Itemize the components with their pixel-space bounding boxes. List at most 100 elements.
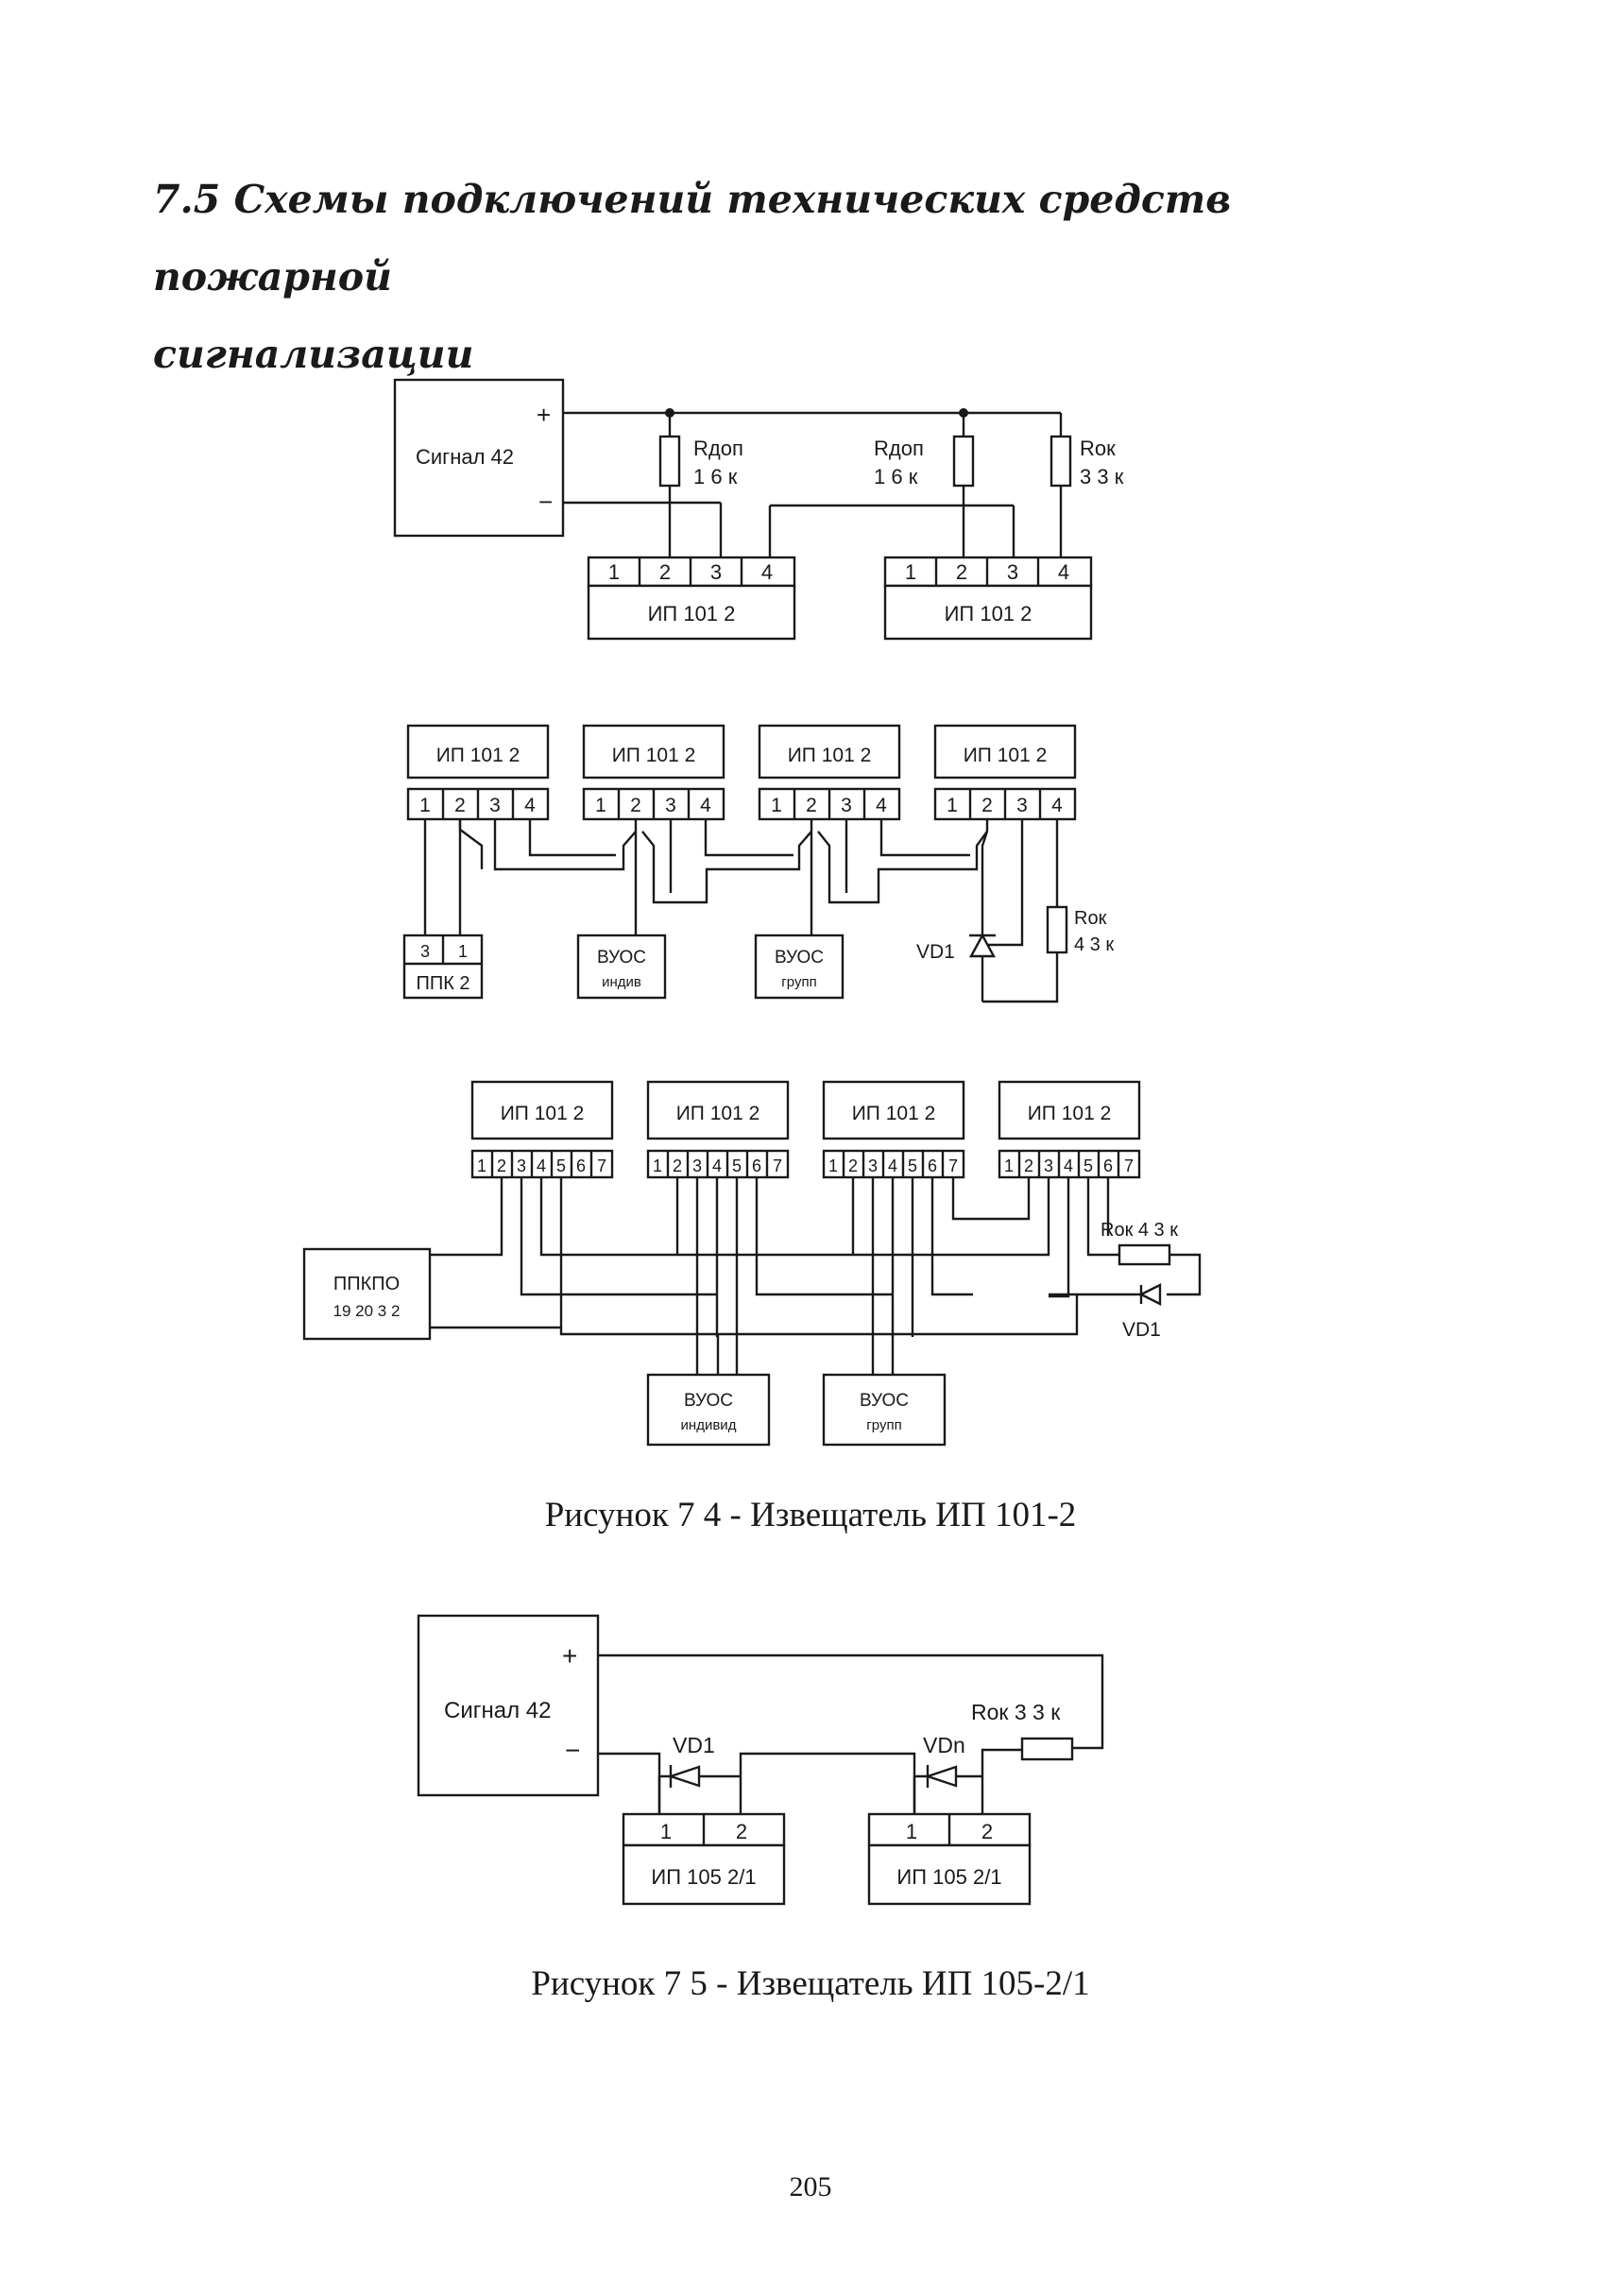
chain3-d1-t1: 1 [477,1157,486,1175]
rdop2-value: 1 6 к [874,465,918,488]
vuos-groups-line-2: групп [866,1417,901,1433]
ppkpo-line-2: 19 20 3 2 [333,1302,401,1320]
signal42-panel [393,378,565,538]
chain3-detector-3-body [822,1080,965,1140]
ppk2-terminal-1: 1 [458,942,468,961]
chain3-detector-2-label: ИП 101 2 [676,1103,760,1124]
rok-value: 3 3 к [1080,465,1124,488]
chain3-d3-t1: 1 [828,1157,838,1175]
chain3-detector-2-body [646,1080,790,1140]
ppk2-label: ППК 2 [416,973,469,994]
chain2-detector-4-label: ИП 101 2 [964,745,1048,766]
chain3-d3-t4: 4 [888,1157,897,1175]
rok2-value: 4 3 к [1074,934,1114,955]
resistor-rok-3k3-ip105 [1020,1737,1074,1761]
diagram-ip101-chain-7-terminal: ИП 101 2 1 2 3 4 5 6 7 ИП 101 2 1 2 3 [302,1080,1202,1447]
resistor-rok [1049,435,1072,488]
chain2-d3-t3: 3 [841,795,852,816]
ppk2-terminal-3: 3 [420,942,430,961]
section-heading-line-1: 7.5 Схемы подключений технических средст… [153,177,1232,300]
vuos-indivd-line-1: ВУОС [684,1391,733,1411]
diagram-signal42-ip105: Сигнал 42 + − Rок 3 3 к VD1 VDn [417,1614,1104,1906]
chain3-detector-3-terminals [822,1149,965,1179]
rok3-label: Rок 4 3 к [1101,1220,1178,1241]
ip101-1-terminal-2: 2 [659,560,671,584]
chain2-d2-t4: 4 [700,795,711,816]
vuos-group-box [754,934,845,1000]
chain2-detector-4-body [933,724,1077,780]
ip105-2-t2: 2 [981,1820,993,1843]
chain3-d2-t5: 5 [732,1157,742,1175]
diode-vdn-ip105-label: VDn [923,1733,965,1757]
chain3-d3-t7: 7 [948,1157,958,1175]
chain2-detector-2-body [582,724,725,780]
chain2-detector-3-label: ИП 101 2 [788,745,872,766]
chain3-d1-t3: 3 [517,1157,526,1175]
diode-vd1-label: VD1 [916,941,955,963]
chain2-d1-t4: 4 [524,795,536,816]
signal42-panel-2-label: Сигнал 42 [444,1698,551,1723]
ppkpo-box [302,1247,432,1341]
chain3-d2-t7: 7 [773,1157,782,1175]
chain3-d2-t6: 6 [752,1157,761,1175]
vuos-groups-line-1: ВУОС [860,1391,909,1411]
chain2-detector-1-label: ИП 101 2 [436,745,520,766]
chain3-d3-t5: 5 [908,1157,917,1175]
chain3-detector-1-body [470,1080,614,1140]
diode-vd1-chain3 [1138,1283,1162,1306]
chain3-d3-terminal-numbers: 1 2 3 4 5 6 7 [828,1151,958,1177]
resistor-rok-4k3-chain3 [1118,1243,1171,1266]
ip101-2-terminal-2: 2 [956,560,967,584]
signal42-panel-label: Сигнал 42 [416,445,514,469]
ip101-2-terminal-3: 3 [1007,560,1018,584]
chain3-detector-4-body [998,1080,1141,1140]
chain3-d1-t5: 5 [556,1157,566,1175]
chain3-d3-t3: 3 [868,1157,878,1175]
chain2-d3-t2: 2 [806,795,817,816]
chain3-d4-t1: 1 [1004,1157,1014,1175]
chain2-d4-t2: 2 [981,795,993,816]
vuos-indiv-line-2: индив [602,974,641,990]
vuos-indivd-line-2: индивид [681,1417,737,1433]
chain3-detector-3-label: ИП 101 2 [852,1103,936,1124]
signal42-2-plus: + [562,1641,577,1671]
chain2-d3-t1: 1 [771,795,782,816]
diagram-ip101-chain-4-terminal: ИП 101 2 1 2 3 4 ИП 101 2 1 2 3 4 ИП 101… [402,724,1114,1003]
diode-vdn-ip105 [924,1765,958,1788]
page-number: 205 [789,2171,832,2202]
diode-vd1-ip105 [667,1765,701,1788]
signal42-panel-2 [417,1614,600,1797]
section-heading-line-2: сигнализации [153,332,474,377]
ip105-1-t2: 2 [736,1820,747,1843]
vuos-group-line-2: групп [781,974,816,990]
ip101-2-body [883,584,1093,641]
ip101-1-terminal-4: 4 [761,560,773,584]
ip101-1-body [587,584,796,641]
ip105-1-label: ИП 105 2/1 [651,1865,756,1889]
chain3-d4-terminal-numbers: 1 2 3 4 5 6 7 [1004,1151,1134,1177]
figure-7-4-caption: Рисунок 7 4 - Извещатель ИП 101-2 [544,1496,1077,1534]
chain3-d3-t6: 6 [928,1157,937,1175]
ip105-2-body [867,1843,1032,1906]
ip101-2-label: ИП 101 2 [945,602,1032,625]
chain3-d1-terminal-numbers: 1 2 3 4 5 6 7 [477,1151,606,1177]
chain2-d2-t1: 1 [595,795,606,816]
rdop1-value: 1 6 к [693,465,738,488]
chain2-d3-t4: 4 [876,795,887,816]
signal42-minus-label: − [538,488,553,516]
diode-vd1-ip105-label: VD1 [673,1733,715,1757]
chain2-d2-t2: 2 [630,795,641,816]
chain3-d4-t3: 3 [1044,1157,1053,1175]
chain3-d2-terminal-numbers: 1 2 3 4 5 6 7 [653,1151,782,1177]
signal42-2-minus: − [565,1736,580,1765]
chain3-d2-t3: 3 [692,1157,702,1175]
chain2-d1-t1: 1 [419,795,431,816]
ip105-1-body [622,1843,786,1906]
resistor-rok-4k3 [1046,905,1068,954]
rok4-label: Rок 3 3 к [971,1700,1061,1724]
diagram-signal42-ip101: Сигнал 42 + − Rдоп 1 6 к Rдоп 1 6 к Rок … [393,378,1124,641]
resistor-rdop-1 [658,435,681,488]
vuos-group-line-1: ВУОС [775,948,824,968]
